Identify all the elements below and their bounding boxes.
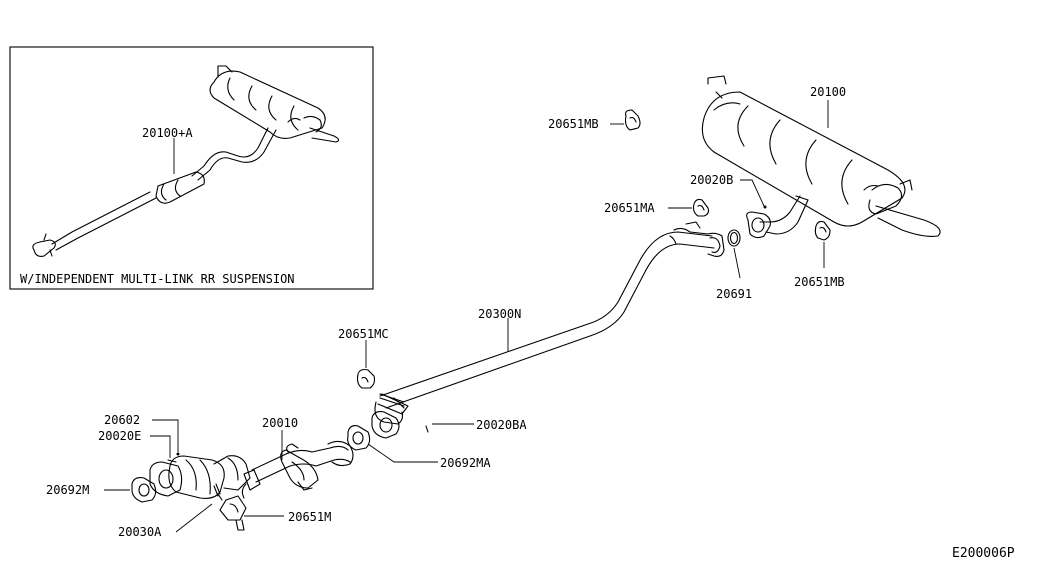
leader-dot-20020b [763, 205, 767, 209]
nut-20030a [213, 483, 221, 497]
leader-20030a [175, 503, 213, 533]
catalyst-converter [149, 455, 251, 499]
rear-flange-gasket [746, 211, 771, 239]
label-20651m: 20651M [288, 510, 331, 524]
label-20651mc: 20651MC [338, 327, 389, 341]
leader-20602 [152, 419, 179, 452]
gasket-ma [347, 411, 400, 451]
label-20651mb-right: 20651MB [794, 275, 845, 289]
label-20692ma: 20692MA [440, 456, 491, 470]
inset-pipe [32, 127, 277, 257]
mount-rubber-mb-right [814, 220, 831, 241]
bolt-ba [379, 393, 429, 433]
leader-20020b [740, 179, 765, 207]
label-20020ba: 20020BA [476, 418, 527, 432]
label-20691: 20691 [716, 287, 752, 301]
front-tube [241, 440, 354, 499]
inset-part-label: 20100+A [142, 126, 193, 140]
inset-panel: 20100+A W/INDEPENDENT MULTI-LINK RR SUSP… [9, 46, 374, 290]
label-20010: 20010 [262, 416, 298, 430]
diagram-code: E200006P [952, 546, 1015, 561]
label-20651mb-top: 20651MB [548, 117, 599, 131]
catalyst-mount-bracket [217, 493, 247, 531]
inset-caption: W/INDEPENDENT MULTI-LINK RR SUSPENSION [20, 272, 295, 286]
main-muffler [701, 75, 941, 237]
label-20020e: 20020E [98, 429, 141, 443]
label-20100: 20100 [810, 85, 846, 99]
mount-rubber-top [624, 109, 641, 131]
center-tube [374, 221, 725, 425]
leader-20020e [150, 435, 171, 458]
leader-dot-20602 [176, 452, 180, 456]
label-20030a: 20030A [118, 525, 162, 539]
inset-muffler [209, 65, 340, 143]
label-20300n: 20300N [478, 307, 521, 321]
label-20651ma: 20651MA [604, 201, 655, 215]
leader-20691 [733, 247, 741, 279]
stud-20602 [167, 459, 177, 463]
label-20692m: 20692M [46, 483, 89, 497]
front-gasket [131, 477, 157, 503]
seal-ring [727, 229, 741, 247]
mount-rubber-mc [356, 368, 376, 389]
label-20602: 20602 [104, 413, 140, 427]
mount-rubber-ma [692, 198, 710, 217]
inset-frame [9, 46, 374, 290]
leader-20692ma [367, 443, 438, 463]
label-20020b: 20020B [690, 173, 733, 187]
